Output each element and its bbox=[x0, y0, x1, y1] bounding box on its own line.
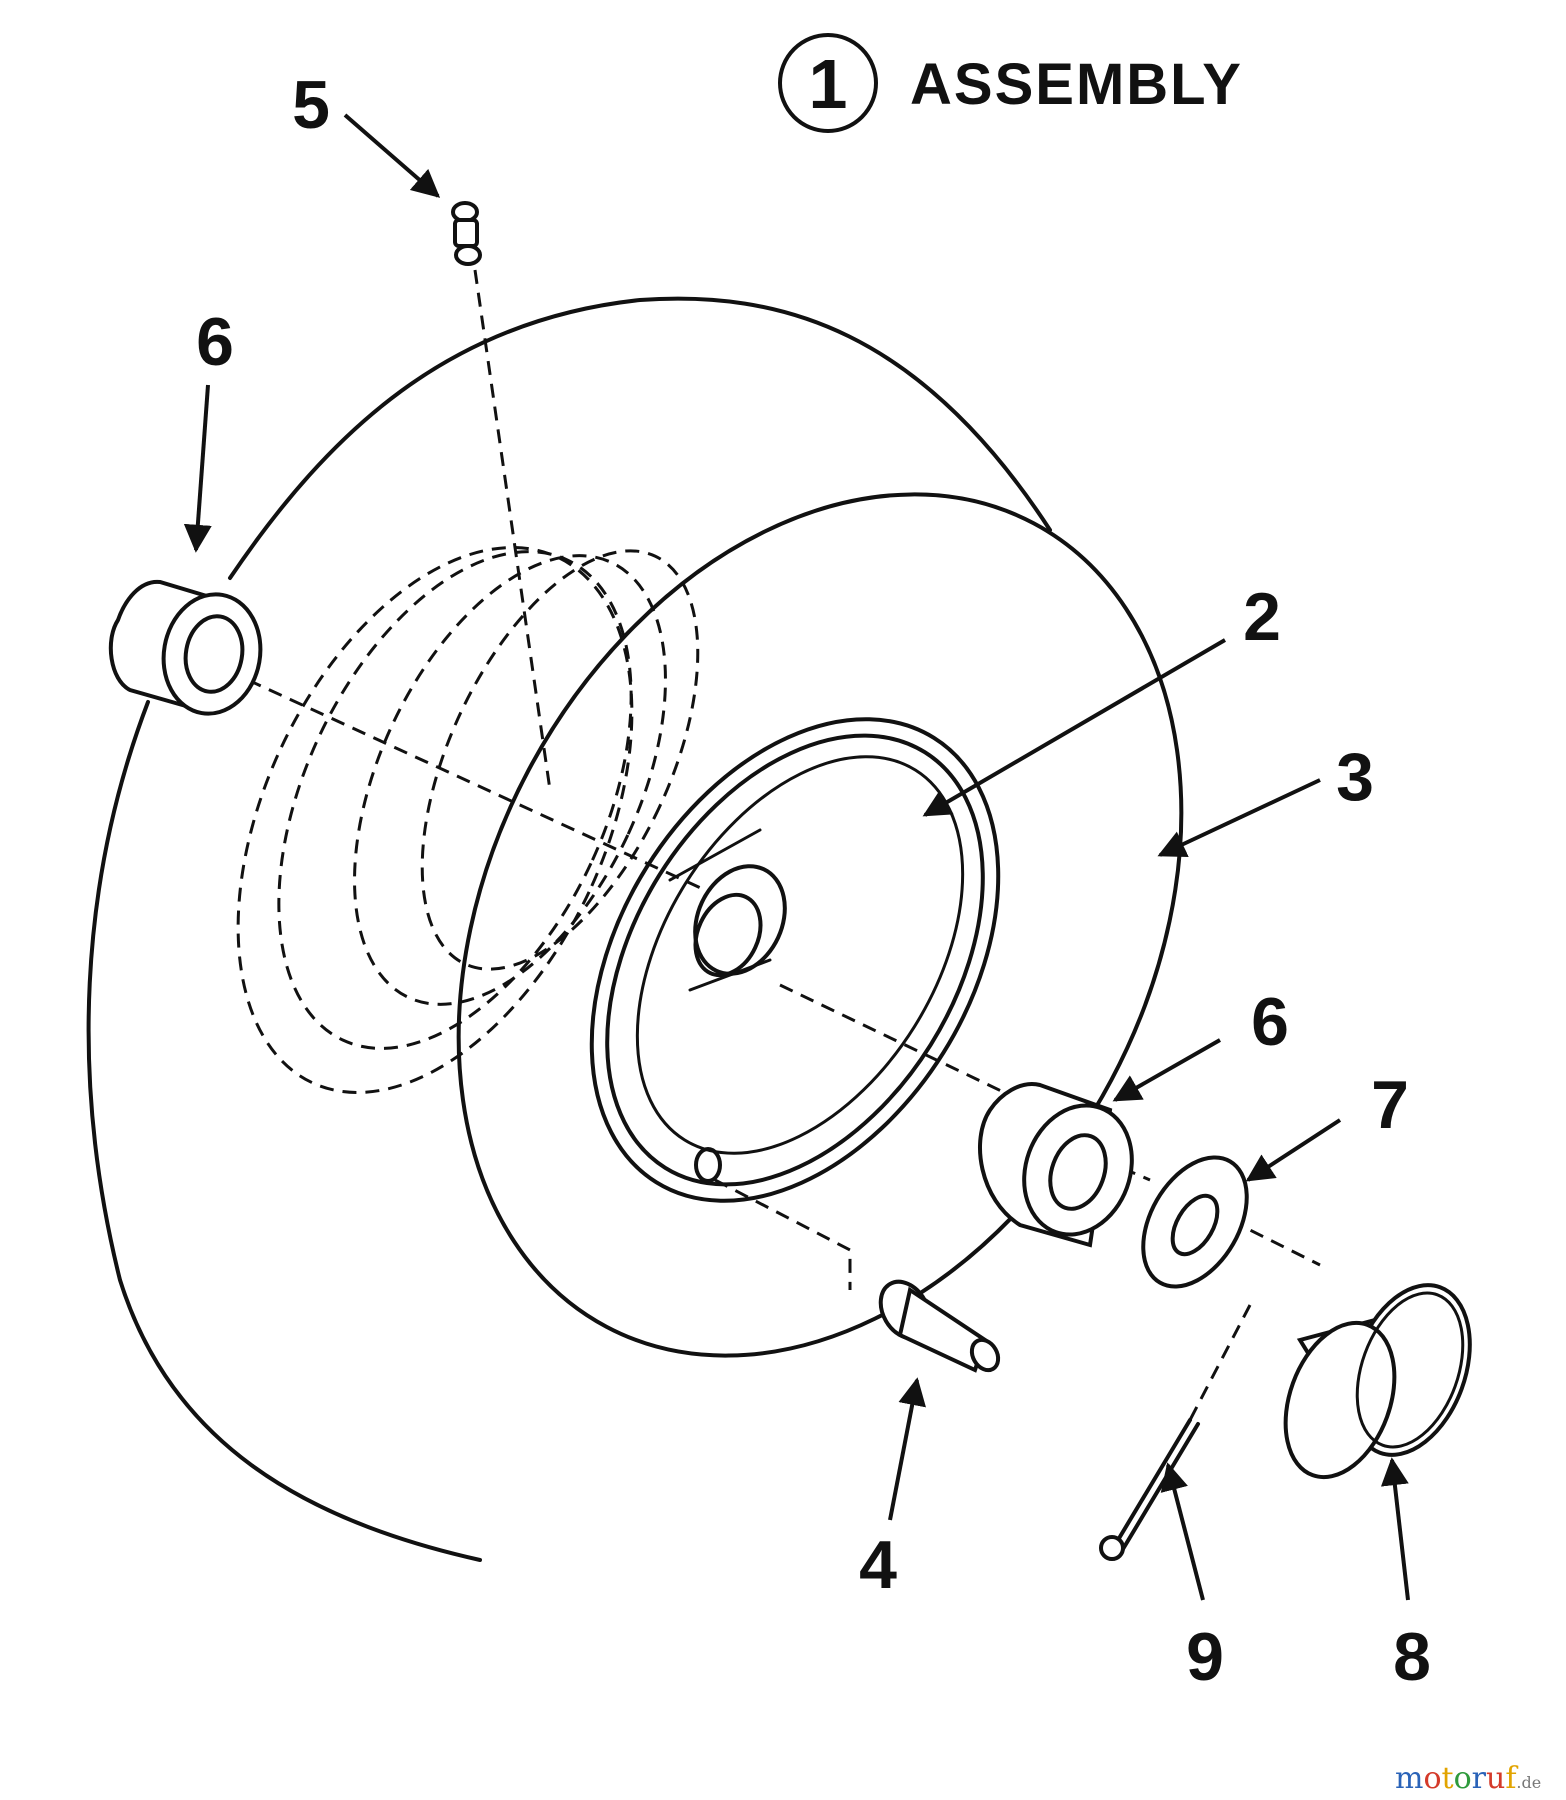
leader-7 bbox=[1245, 1118, 1342, 1182]
washer bbox=[1141, 1155, 1249, 1289]
callout-5: 5 bbox=[292, 67, 330, 143]
leader-3 bbox=[1157, 778, 1321, 857]
rim bbox=[589, 717, 1001, 1203]
leader-6-right bbox=[1112, 1038, 1221, 1102]
callout-2: 2 bbox=[1243, 579, 1281, 655]
leader-4 bbox=[888, 1377, 926, 1521]
callout-6-left: 6 bbox=[196, 304, 234, 380]
leader-6-left bbox=[183, 384, 212, 553]
bearing-left bbox=[108, 579, 263, 716]
cotter-pin bbox=[1099, 1418, 1200, 1561]
callout-9: 9 bbox=[1186, 1619, 1224, 1695]
leader-2 bbox=[922, 638, 1227, 817]
valve-stem bbox=[878, 1279, 1001, 1373]
callout-4: 4 bbox=[859, 1527, 897, 1603]
title-number: 1 bbox=[809, 45, 848, 123]
grease-fitting bbox=[451, 201, 482, 266]
watermark-logo: motoruf.de bbox=[1395, 1761, 1541, 1796]
leader-8 bbox=[1380, 1457, 1410, 1601]
bearing-right bbox=[978, 1082, 1134, 1248]
assembly-title: 1 ASSEMBLY bbox=[778, 33, 1243, 133]
callout-6-right: 6 bbox=[1251, 984, 1289, 1060]
callout-3: 3 bbox=[1336, 739, 1374, 815]
title-circle bbox=[778, 33, 878, 133]
hub-cap bbox=[1283, 1283, 1472, 1480]
leader-5 bbox=[343, 113, 441, 198]
callout-8: 8 bbox=[1393, 1619, 1431, 1695]
leader-9 bbox=[1160, 1462, 1205, 1601]
title-text: ASSEMBLY bbox=[910, 52, 1243, 117]
callout-7: 7 bbox=[1371, 1067, 1409, 1143]
